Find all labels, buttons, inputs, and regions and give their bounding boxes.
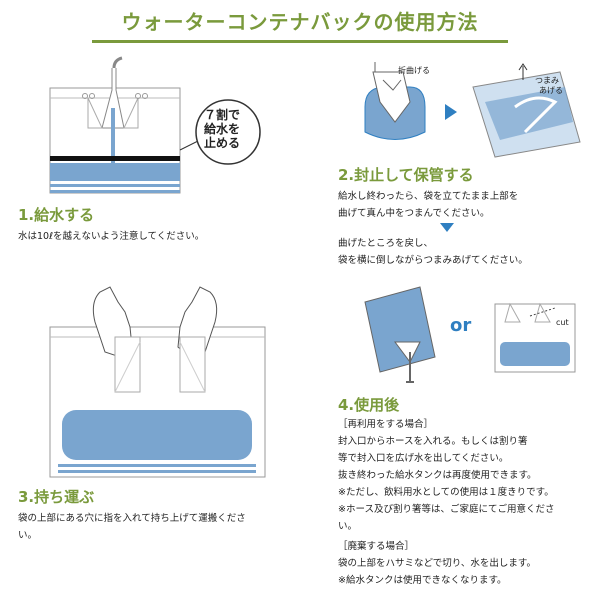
step3-line1: 袋の上部にある穴に指を入れて持ち上げて運搬くださ [18, 513, 246, 524]
step4-reuse-line5: ※ホース及び割り箸等は、ご家庭にてご用意くださ [338, 504, 555, 515]
step4-reuse-line1: 封入口からホースを入れる。もしくは割り箸 [338, 436, 528, 447]
step1-bubble-line1: ７割で [204, 108, 241, 122]
step2-pinch-label-2: あげる [539, 86, 563, 95]
step2-line4: 袋を横に倒しながらつまみあげてください。 [338, 255, 528, 266]
step2-down-arrow [440, 223, 454, 232]
step3-title: 3.持ち運ぶ [18, 488, 95, 506]
step4-reuse-line2: 等で封入口を広げ水を出してください。 [338, 453, 509, 464]
step2-pinch-label-1: つまみ [535, 76, 559, 85]
step4-reuse-line3: 抜き終わった給水タンクは再度使用できます。 [338, 470, 537, 481]
step2-line3: 曲げたところを戻し、 [338, 238, 434, 249]
step4-or-label: or [450, 315, 472, 336]
step1-bubble-line2: 給水を [204, 122, 241, 136]
step2-title: 2.封止して保管する [338, 166, 474, 184]
step2-illustration [364, 62, 581, 158]
step2-line2: 曲げて真ん中をつまんでください。 [338, 208, 490, 219]
page-title: ウォーターコンテナバックの使用方法 [121, 10, 479, 34]
step3-illustration [49, 286, 266, 478]
step2-line1: 給水し終わったら、袋を立てたまま上部を [338, 191, 519, 202]
step2-fold-label: 折曲げる [398, 66, 430, 75]
step4-dispose-line2: ※給水タンクは使用できなくなります。 [338, 575, 507, 586]
step4-reuse-line6: い。 [338, 521, 358, 532]
step1-bubble-line3: 止める [204, 136, 241, 150]
step4-dispose-line1: 袋の上部をハサミなどで切り、水を出します。 [338, 558, 536, 569]
step4-reuse-header: ［再利用をする場合］ [338, 419, 434, 430]
step4-dispose-header: ［廃棄する場合］ [338, 541, 415, 552]
step3-line2: い。 [18, 530, 38, 541]
step4-reuse-line4: ※ただし、飲料用水としての使用は１度きりです。 [338, 487, 554, 498]
title-divider [92, 40, 508, 43]
step4-title: 4.使用後 [338, 396, 400, 414]
step4-illustration [364, 286, 576, 383]
step1-illustration [49, 56, 261, 194]
step1-body: 水は10ℓを越えないよう注意してください。 [18, 231, 205, 242]
step1-title: 1.給水する [18, 206, 95, 224]
step4-cut-label: cut [556, 318, 569, 327]
